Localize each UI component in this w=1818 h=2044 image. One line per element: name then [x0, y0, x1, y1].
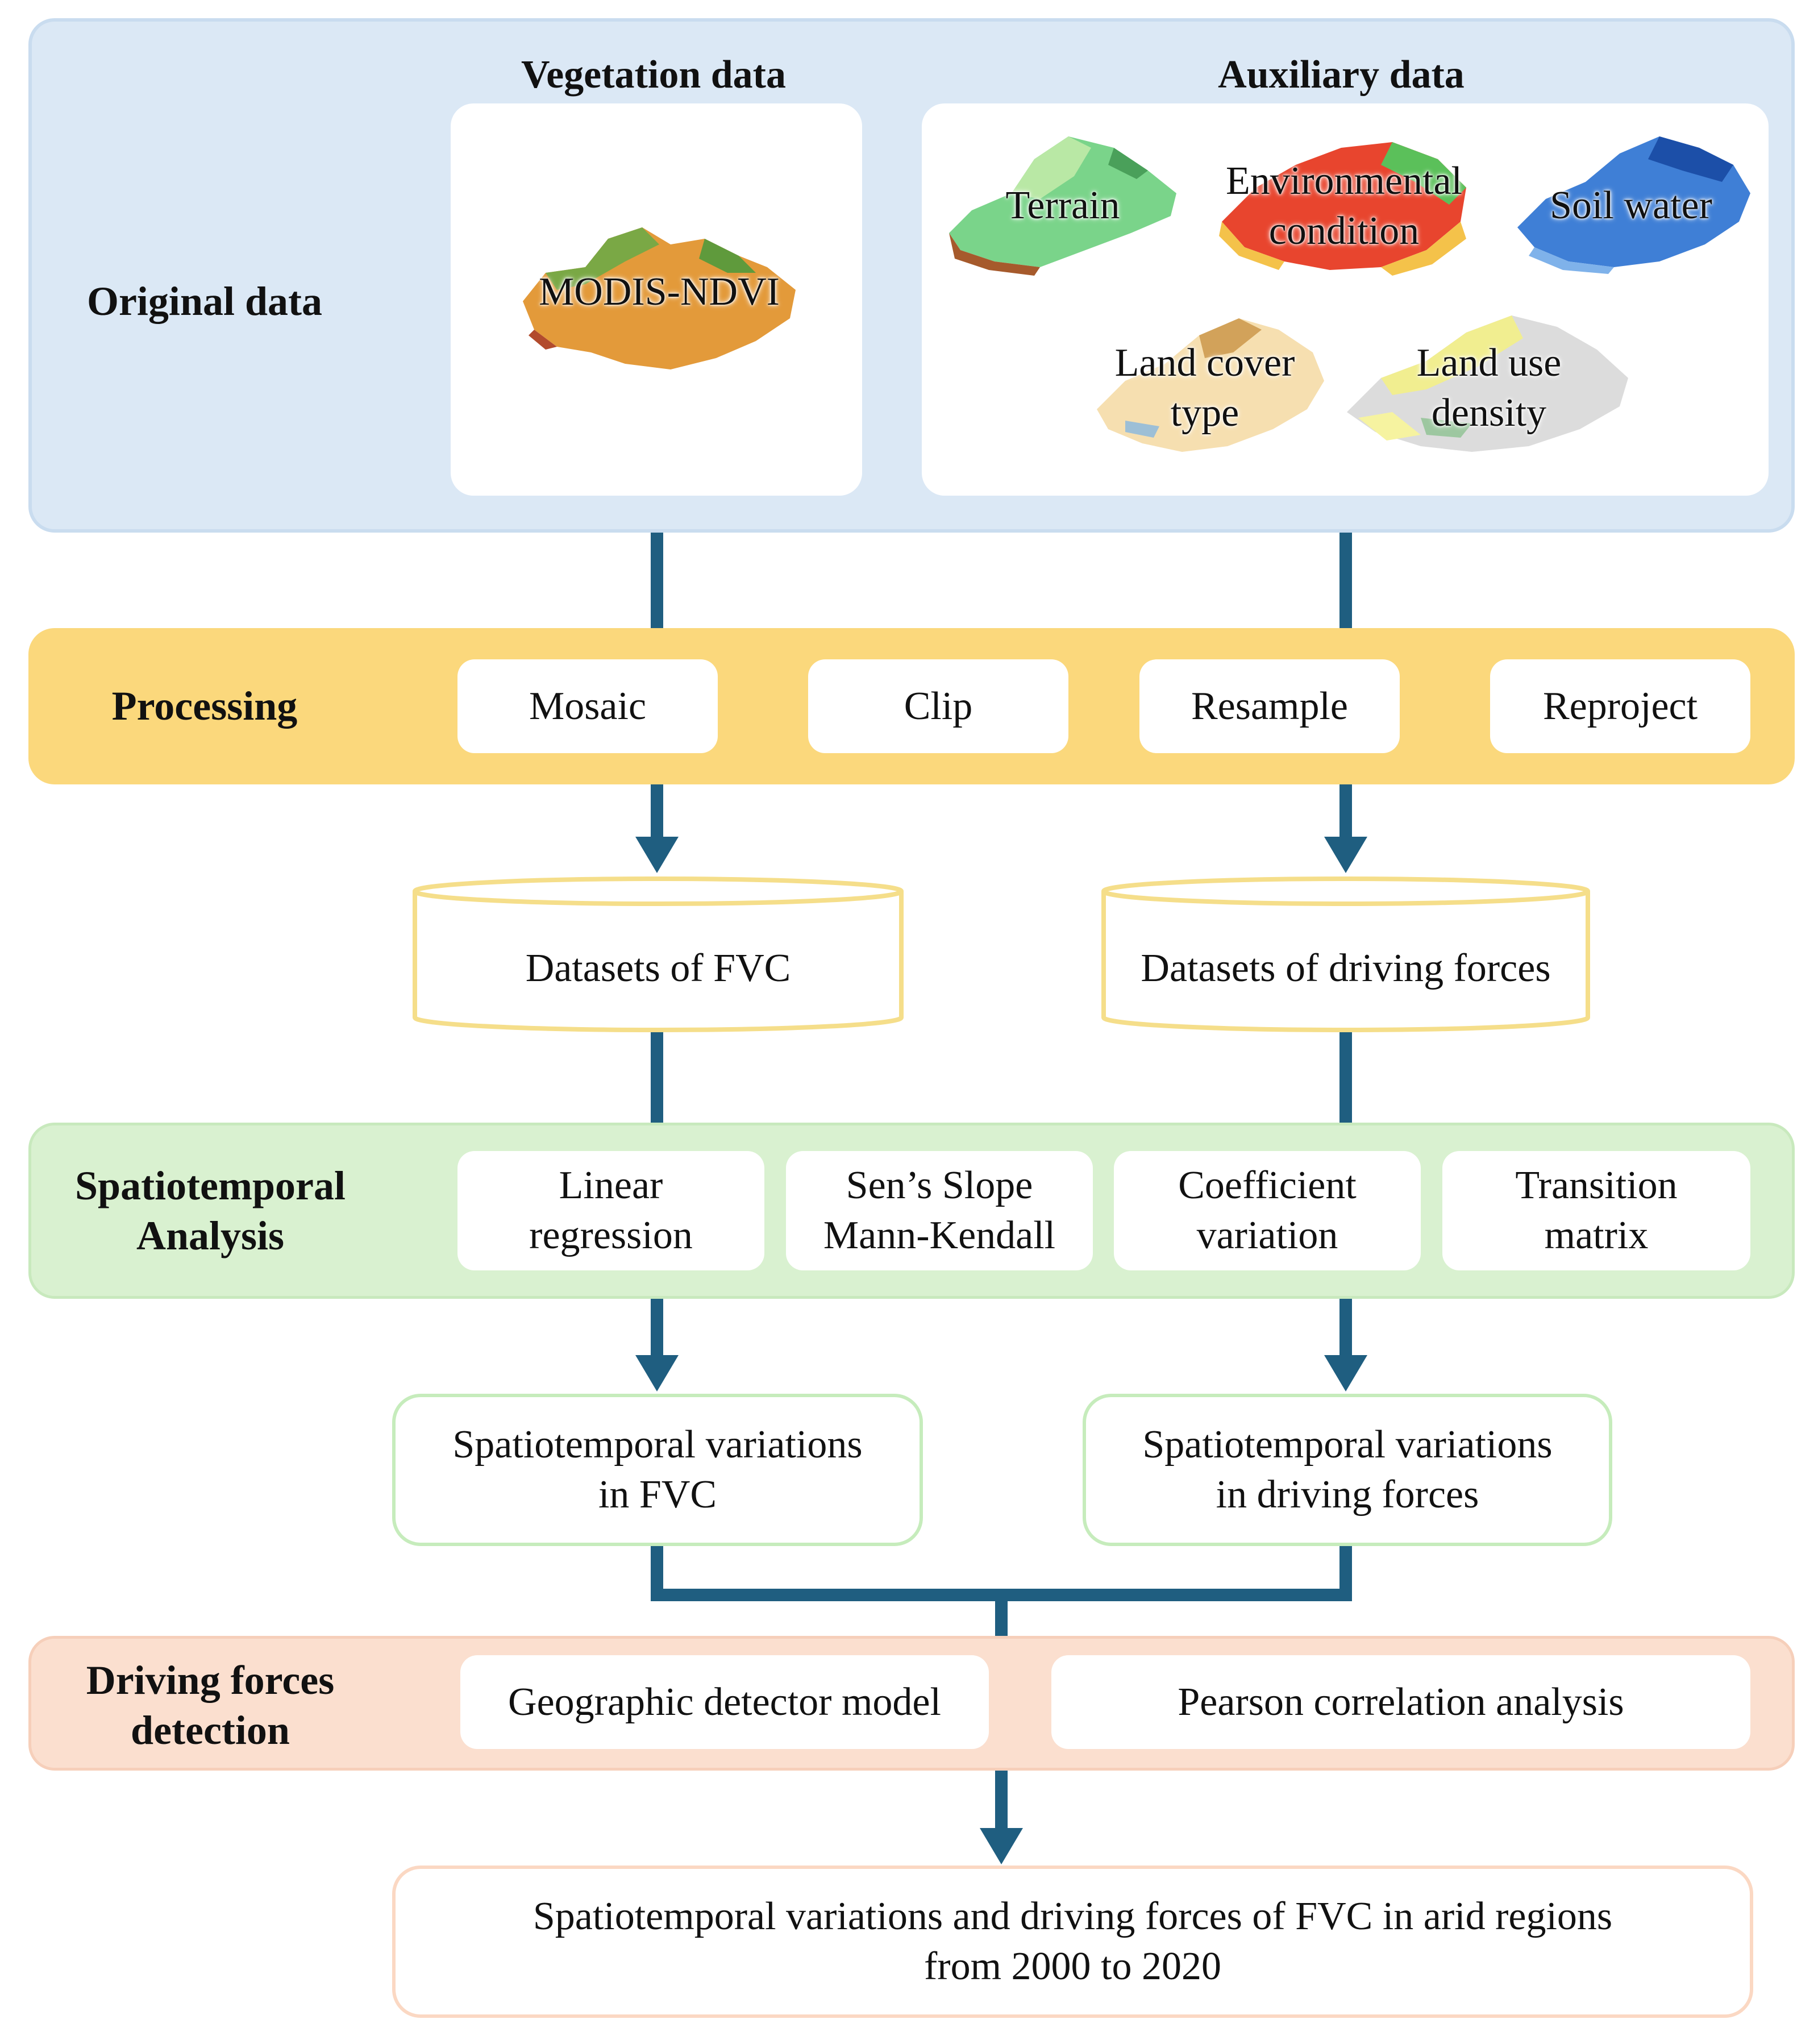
- arrowhead-result: [980, 1828, 1023, 1864]
- land-use-label-line2: density: [1431, 391, 1547, 435]
- fvc-variations-line1: Spatiotemporal variations: [452, 1423, 863, 1466]
- driving-variations-line1: Spatiotemporal variations: [1142, 1423, 1553, 1466]
- land-use-label-line1: Land use: [1416, 341, 1562, 385]
- final-result-box: Spatiotemporal variations and driving fo…: [392, 1866, 1753, 2018]
- clip-step: Clip: [808, 659, 1068, 753]
- driving-forces-detection-label-line2: detection: [131, 1708, 290, 1753]
- method-line2: variation: [1196, 1214, 1338, 1257]
- land-use-density-map: [1347, 315, 1628, 452]
- method-line2: regression: [529, 1214, 693, 1257]
- land-cover-label-line1: Land cover: [1114, 341, 1295, 385]
- terrain-map: [949, 136, 1176, 276]
- method-line2: matrix: [1544, 1214, 1649, 1257]
- fvc-dataset-label: Datasets of FVC: [525, 946, 791, 990]
- coefficient-variation-method: Coefficient variation: [1114, 1151, 1421, 1270]
- arrowhead-fvc-variation: [635, 1355, 679, 1391]
- modis-ndvi-map: [523, 227, 796, 369]
- sens-slope-mann-kendall-method: Sen’s Slope Mann-Kendall: [786, 1151, 1093, 1270]
- method-line2: Mann-Kendall: [823, 1214, 1056, 1257]
- result-line1: Spatiotemporal variations and driving fo…: [532, 1895, 1613, 1938]
- transition-matrix-method: Transition matrix: [1442, 1151, 1750, 1270]
- soil-water-label: Soil water: [1550, 184, 1712, 227]
- fvc-dataset-cylinder: [413, 876, 904, 1032]
- environmental-condition-map: [1219, 142, 1466, 276]
- vegetation-data-header: Vegetation data: [521, 53, 786, 97]
- fvc-variations-line2: in FVC: [598, 1473, 717, 1517]
- terrain-label: Terrain: [1005, 184, 1120, 227]
- driving-variations-line2: in driving forces: [1216, 1473, 1479, 1517]
- driving-forces-dataset-label: Datasets of driving forces: [1141, 946, 1551, 990]
- mosaic-step: Mosaic: [457, 659, 718, 753]
- original-data-label: Original data: [86, 279, 323, 324]
- arrowhead-driving-variation: [1324, 1355, 1367, 1391]
- method-line1: Transition: [1515, 1164, 1678, 1207]
- pearson-correlation-analysis: Pearson correlation analysis: [1051, 1655, 1750, 1749]
- environmental-label-line2: condition: [1268, 209, 1420, 253]
- reproject-step: Reproject: [1490, 659, 1750, 753]
- spatiotemporal-analysis-label-line2: Analysis: [136, 1213, 285, 1258]
- driving-forces-detection-label-line1: Driving forces: [86, 1657, 335, 1703]
- ndvi-label: MODIS-NDVI: [539, 270, 780, 314]
- result-line2: from 2000 to 2020: [923, 1945, 1222, 1988]
- method-line1: Coefficient: [1178, 1164, 1357, 1207]
- method-line1: Linear: [559, 1164, 663, 1207]
- land-cover-type-map: [1097, 318, 1324, 452]
- fvc-variations-box: Spatiotemporal variations in FVC: [392, 1394, 923, 1546]
- method-line1: Sen’s Slope: [846, 1164, 1033, 1207]
- spatiotemporal-analysis-label-line1: Spatiotemporal: [75, 1163, 346, 1208]
- arrowhead-driving: [1324, 837, 1367, 873]
- auxiliary-data-header: Auxiliary data: [1218, 53, 1465, 97]
- processing-label: Processing: [111, 683, 298, 729]
- connector-merge: [651, 1546, 1352, 1601]
- driving-forces-variations-box: Spatiotemporal variations in driving for…: [1083, 1394, 1612, 1546]
- geographic-detector-model: Geographic detector model: [460, 1655, 989, 1749]
- soil-water-map: [1517, 136, 1750, 274]
- driving-forces-dataset-cylinder: [1101, 876, 1590, 1032]
- resample-step: Resample: [1139, 659, 1400, 753]
- environmental-label-line1: Environmental: [1225, 159, 1462, 203]
- arrowhead-fvc: [635, 837, 679, 873]
- linear-regression-method: Linear regression: [457, 1151, 764, 1270]
- land-cover-label-line2: type: [1170, 391, 1239, 435]
